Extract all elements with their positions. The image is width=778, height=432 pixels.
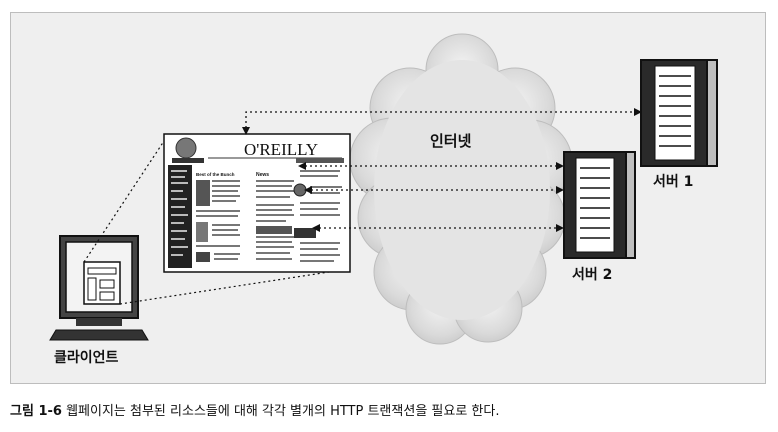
figure-number: 그림 1-6 [10,404,62,419]
webpage-col2-heading: News [256,172,269,178]
figure-caption: 그림 1-6 웹페이지는 첨부된 리소스들에 대해 각각 별개의 HTTP 트랜… [10,400,499,419]
webpage-col1-heading: Best of the Bunch [196,172,235,177]
http-transaction-arrows [242,108,642,232]
server-2-label: 서버 2 [572,267,613,283]
caption-text: 웹페이지는 첨부된 리소스들에 대해 각각 별개의 HTTP 트랜잭션을 필요로… [66,404,500,419]
server-1 [640,59,718,167]
server-1-label: 서버 1 [653,174,694,190]
webpage-logo: O'REILLY [244,140,318,159]
internet-cloud [349,33,573,345]
server-2 [563,151,636,259]
arrow-to-server-1 [242,108,642,135]
client-label: 클라이언트 [54,350,119,366]
internet-label: 인터넷 [430,132,472,150]
webpage-screenshot [163,133,351,273]
client-computer [49,235,149,341]
